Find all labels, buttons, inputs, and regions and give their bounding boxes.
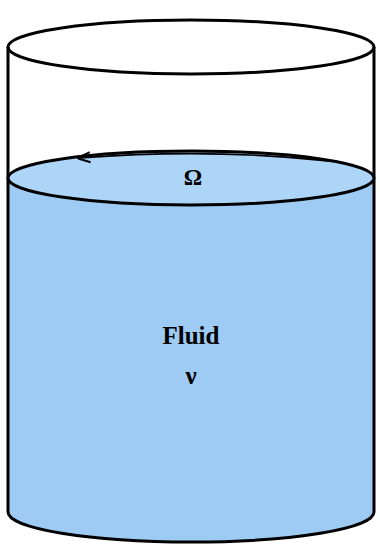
fluid-label: Fluid (163, 322, 220, 350)
fluid-region: Fluid ν (155, 318, 228, 394)
fluid-surface (8, 151, 374, 205)
rotation-arrow (80, 154, 328, 161)
container-wall (7, 47, 10, 512)
viscosity-symbol: ν (163, 362, 220, 390)
container-rim (8, 20, 374, 74)
fluid-body (8, 178, 374, 542)
container-bottom (8, 512, 374, 542)
angular-velocity-symbol: Ω (184, 165, 202, 191)
container-wall (373, 47, 376, 512)
